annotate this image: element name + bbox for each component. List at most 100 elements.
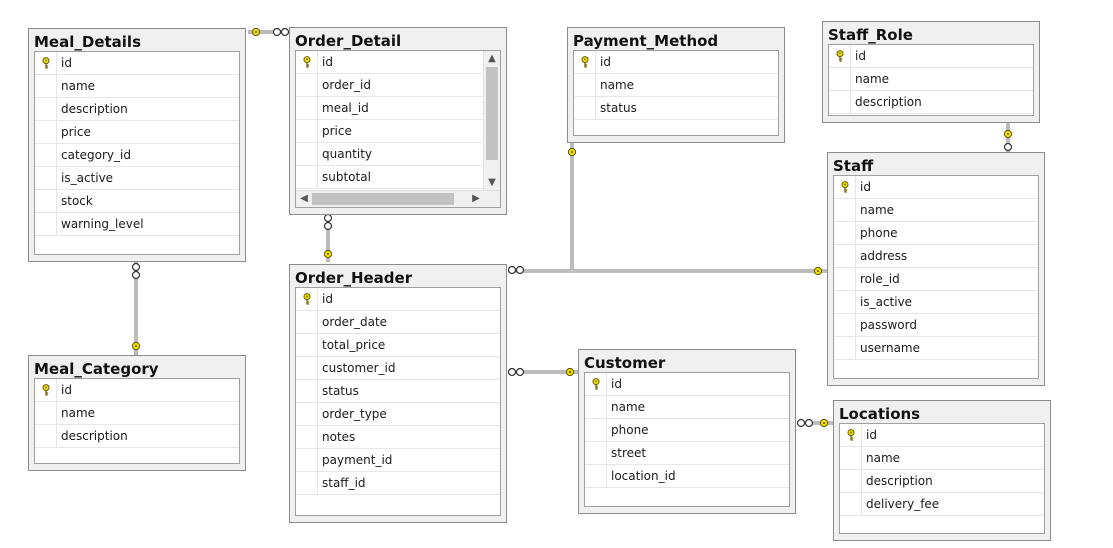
scroll-thumb[interactable] — [486, 67, 498, 160]
row-selector[interactable] — [35, 52, 57, 74]
column-row[interactable]: order_type — [296, 403, 500, 426]
row-selector[interactable] — [585, 373, 607, 395]
column-row[interactable]: status — [574, 97, 778, 120]
row-selector[interactable] — [296, 311, 318, 333]
column-row[interactable]: notes — [296, 426, 500, 449]
row-selector[interactable] — [296, 288, 318, 310]
column-row[interactable]: is_active — [35, 167, 239, 190]
column-row[interactable]: name — [840, 447, 1044, 470]
column-row[interactable]: price — [296, 120, 500, 143]
row-selector[interactable] — [35, 121, 57, 143]
column-row[interactable]: id — [574, 51, 778, 74]
row-selector[interactable] — [574, 97, 596, 119]
row-selector[interactable] — [296, 334, 318, 356]
column-row[interactable]: address — [834, 245, 1038, 268]
row-selector[interactable] — [834, 314, 856, 336]
row-selector[interactable] — [35, 402, 57, 424]
row-selector[interactable] — [840, 447, 862, 469]
row-selector[interactable] — [296, 357, 318, 379]
row-selector[interactable] — [35, 167, 57, 189]
column-row[interactable]: name — [35, 75, 239, 98]
column-row[interactable]: description — [35, 98, 239, 121]
column-row[interactable]: subtotal — [296, 166, 500, 189]
horizontal-scrollbar[interactable]: ◀▶ — [296, 190, 500, 207]
column-row[interactable]: price — [35, 121, 239, 144]
row-selector[interactable] — [829, 91, 851, 113]
row-selector[interactable] — [585, 465, 607, 487]
column-row[interactable]: name — [574, 74, 778, 97]
row-selector[interactable] — [296, 472, 318, 494]
column-row[interactable]: description — [840, 470, 1044, 493]
row-selector[interactable] — [296, 143, 318, 165]
column-row[interactable]: order_date — [296, 311, 500, 334]
row-selector[interactable] — [585, 396, 607, 418]
column-row[interactable]: is_active — [834, 291, 1038, 314]
scroll-left-icon[interactable]: ◀ — [300, 193, 308, 204]
row-selector[interactable] — [834, 245, 856, 267]
column-row[interactable]: description — [829, 91, 1033, 114]
column-row[interactable]: phone — [834, 222, 1038, 245]
column-row[interactable]: quantity — [296, 143, 500, 166]
scroll-thumb[interactable] — [312, 193, 454, 205]
column-row[interactable]: username — [834, 337, 1038, 360]
column-row[interactable]: category_id — [35, 144, 239, 167]
row-selector[interactable] — [829, 45, 851, 67]
row-selector[interactable] — [296, 380, 318, 402]
row-selector[interactable] — [296, 166, 318, 188]
row-selector[interactable] — [834, 337, 856, 359]
column-row[interactable]: id — [35, 379, 239, 402]
column-row[interactable]: total_price — [296, 334, 500, 357]
column-row[interactable]: staff_id — [296, 472, 500, 495]
column-row[interactable]: name — [35, 402, 239, 425]
column-row[interactable]: status — [296, 380, 500, 403]
column-row[interactable]: customer_id — [296, 357, 500, 380]
column-row[interactable]: warning_level — [35, 213, 239, 236]
vertical-scrollbar[interactable]: ▲▼ — [483, 51, 500, 191]
row-selector[interactable] — [296, 426, 318, 448]
row-selector[interactable] — [35, 75, 57, 97]
column-row[interactable]: id — [829, 45, 1033, 68]
column-row[interactable]: id — [296, 51, 500, 74]
column-row[interactable]: name — [834, 199, 1038, 222]
row-selector[interactable] — [840, 493, 862, 515]
column-row[interactable]: id — [585, 373, 789, 396]
row-selector[interactable] — [585, 419, 607, 441]
column-row[interactable]: description — [35, 425, 239, 448]
column-row[interactable]: name — [585, 396, 789, 419]
row-selector[interactable] — [574, 74, 596, 96]
scroll-up-icon[interactable]: ▲ — [488, 53, 496, 64]
column-row[interactable]: id — [296, 288, 500, 311]
row-selector[interactable] — [834, 222, 856, 244]
column-row[interactable]: name — [829, 68, 1033, 91]
column-row[interactable]: meal_id — [296, 97, 500, 120]
scroll-down-icon[interactable]: ▼ — [488, 177, 496, 188]
row-selector[interactable] — [296, 449, 318, 471]
row-selector[interactable] — [296, 74, 318, 96]
column-row[interactable]: stock — [35, 190, 239, 213]
column-row[interactable]: delivery_fee — [840, 493, 1044, 516]
row-selector[interactable] — [296, 51, 318, 73]
column-row[interactable]: id — [35, 52, 239, 75]
row-selector[interactable] — [834, 176, 856, 198]
column-row[interactable]: password — [834, 314, 1038, 337]
column-row[interactable]: role_id — [834, 268, 1038, 291]
column-row[interactable]: location_id — [585, 465, 789, 488]
row-selector[interactable] — [840, 424, 862, 446]
column-row[interactable]: id — [840, 424, 1044, 447]
row-selector[interactable] — [834, 199, 856, 221]
row-selector[interactable] — [35, 144, 57, 166]
row-selector[interactable] — [840, 470, 862, 492]
column-row[interactable]: payment_id — [296, 449, 500, 472]
column-row[interactable]: id — [834, 176, 1038, 199]
row-selector[interactable] — [296, 403, 318, 425]
row-selector[interactable] — [834, 268, 856, 290]
column-row[interactable]: street — [585, 442, 789, 465]
row-selector[interactable] — [574, 51, 596, 73]
